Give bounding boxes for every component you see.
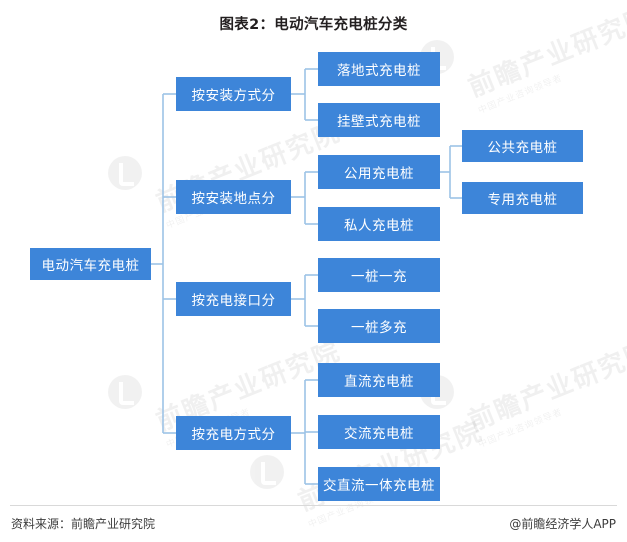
node-one-pile-multi-charge[interactable]: 一桩多充 — [318, 309, 440, 343]
node-one-pile-one-charge[interactable]: 一桩一充 — [318, 258, 440, 292]
node-label: 交流充电桩 — [344, 426, 414, 442]
node-private-charger[interactable]: 私人充电桩 — [318, 207, 440, 241]
node-branch-install-location[interactable]: 按安装地点分 — [176, 180, 291, 214]
node-label: 一桩多充 — [351, 320, 407, 336]
watermark-text: 前瞻产业研究院中国产业咨询领导者 — [464, 336, 627, 451]
source-note: 资料来源：前瞻产业研究院 — [11, 517, 156, 531]
node-label: 私人充电桩 — [344, 218, 414, 234]
node-label: 一桩一充 — [351, 269, 407, 285]
node-branch-charging-method[interactable]: 按充电方式分 — [176, 416, 291, 450]
node-label: 专用充电桩 — [487, 192, 558, 208]
chart-title: 图表2：电动汽车充电桩分类 — [219, 17, 408, 33]
node-ac-dc-integrated-charger[interactable]: 交直流一体充电桩 — [318, 467, 440, 501]
watermark-logo — [250, 455, 284, 489]
node-label: 按安装方式分 — [191, 88, 276, 104]
node-dedicated-charger[interactable]: 专用充电桩 — [462, 182, 583, 214]
node-branch-install-method[interactable]: 按安装方式分 — [176, 77, 291, 111]
node-branch-charging-interface[interactable]: 按充电接口分 — [176, 282, 291, 316]
node-label: 公共充电桩 — [487, 140, 558, 156]
node-ac-charger[interactable]: 交流充电桩 — [318, 415, 440, 449]
node-label: 交直流一体充电桩 — [323, 478, 435, 494]
node-label: 按充电方式分 — [191, 427, 276, 443]
node-root-label: 电动汽车充电桩 — [41, 258, 140, 274]
node-label: 公用充电桩 — [344, 166, 414, 182]
node-label: 按安装地点分 — [191, 191, 276, 207]
node-label: 直流充电桩 — [344, 374, 414, 390]
node-label: 按充电接口分 — [191, 293, 276, 309]
node-floor-mounted-charger[interactable]: 落地式充电桩 — [318, 52, 440, 86]
node-public-charger[interactable]: 公共充电桩 — [462, 130, 583, 162]
footer-divider — [10, 505, 617, 506]
node-public-use-charger[interactable]: 公用充电桩 — [318, 155, 440, 189]
node-dc-charger[interactable]: 直流充电桩 — [318, 363, 440, 397]
node-wall-mounted-charger[interactable]: 挂壁式充电桩 — [318, 103, 440, 137]
watermark-logo — [108, 156, 142, 190]
node-label: 落地式充电桩 — [337, 63, 421, 79]
attribution-note: @前瞻经济学人APP — [509, 517, 616, 531]
node-root[interactable]: 电动汽车充电桩 — [30, 248, 151, 280]
node-label: 挂壁式充电桩 — [337, 114, 421, 130]
watermark-logo — [108, 375, 142, 409]
